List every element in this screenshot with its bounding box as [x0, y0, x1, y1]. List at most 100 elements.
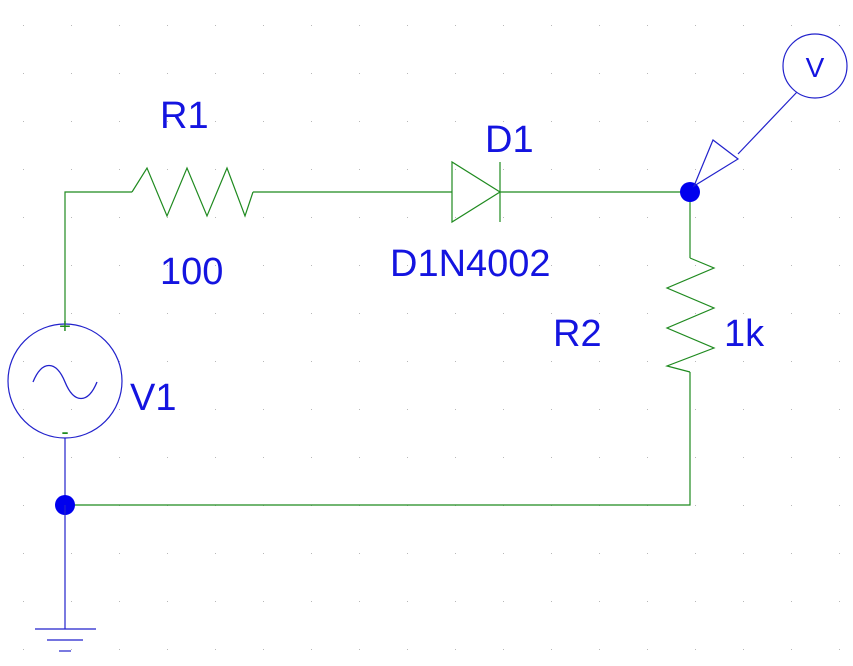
grid-dot — [215, 25, 216, 26]
grid-dot — [71, 73, 72, 74]
grid-dot — [167, 313, 168, 314]
grid-dot — [119, 265, 120, 266]
grid-dot — [311, 361, 312, 362]
grid-dot — [839, 649, 840, 650]
probe-label: V — [806, 52, 825, 83]
grid-dot — [791, 217, 792, 218]
grid-dot — [71, 601, 72, 602]
resistor-r1[interactable]: R1 100 — [131, 95, 254, 293]
grid-dot — [455, 409, 456, 410]
d1-value-label[interactable]: D1N4002 — [390, 243, 551, 285]
resistor-r2[interactable]: R2 1k — [553, 257, 765, 373]
grid-dots — [23, 25, 840, 650]
grid-dot — [23, 505, 24, 506]
d1-anode-triangle[interactable] — [451, 160, 502, 224]
grid-dot — [503, 313, 504, 314]
grid-dot — [551, 169, 552, 170]
r2-zigzag[interactable] — [665, 257, 716, 373]
grid-dot — [599, 121, 600, 122]
grid-dot — [215, 217, 216, 218]
grid-dot — [359, 409, 360, 410]
grid-dot — [599, 217, 600, 218]
grid-dot — [839, 601, 840, 602]
grid-dot — [551, 409, 552, 410]
v1-minus-sign: - — [61, 419, 68, 444]
grid-dot — [743, 73, 744, 74]
ground-icon[interactable] — [35, 505, 96, 652]
grid-dot — [167, 601, 168, 602]
grid-dot — [695, 409, 696, 410]
grid-dot — [23, 217, 24, 218]
grid-dot — [311, 121, 312, 122]
grid-dot — [743, 649, 744, 650]
grid-dot — [263, 73, 264, 74]
grid-dot — [215, 265, 216, 266]
d1-ref-label[interactable]: D1 — [485, 119, 534, 161]
wires — [64, 191, 691, 506]
grid-dot — [23, 169, 24, 170]
grid-dot — [551, 73, 552, 74]
grid-dot — [551, 457, 552, 458]
grid-dot — [743, 169, 744, 170]
grid-dot — [551, 121, 552, 122]
r2-ref-label[interactable]: R2 — [553, 313, 602, 355]
grid-dot — [551, 649, 552, 650]
sine-wave-icon — [32, 364, 98, 400]
grid-dot — [311, 265, 312, 266]
r1-zigzag[interactable] — [131, 166, 254, 218]
grid-dot — [455, 25, 456, 26]
grid-dot — [263, 169, 264, 170]
grid-dot — [551, 265, 552, 266]
grid-dot — [119, 25, 120, 26]
grid-dot — [311, 73, 312, 74]
grid-dot — [263, 553, 264, 554]
voltage-probe-icon[interactable]: V — [692, 33, 848, 188]
grid-dot — [215, 121, 216, 122]
v1-ref-label[interactable]: V1 — [130, 377, 176, 419]
grid-dot — [215, 601, 216, 602]
grid-dot — [311, 457, 312, 458]
grid-dot — [311, 169, 312, 170]
wire-v1-to-r1[interactable] — [64, 191, 132, 325]
grid-dot — [743, 25, 744, 26]
grid-dot — [359, 217, 360, 218]
grid-dot — [23, 73, 24, 74]
r2-value-label[interactable]: 1k — [724, 313, 765, 355]
r1-value-label[interactable]: 100 — [160, 251, 223, 293]
junction-output-node[interactable] — [680, 182, 700, 202]
grid-dot — [167, 649, 168, 650]
source-v1[interactable]: + - V1 — [7, 316, 176, 505]
grid-dot — [407, 409, 408, 410]
grid-dot — [23, 361, 24, 362]
grid-dot — [359, 553, 360, 554]
grid-dot — [647, 121, 648, 122]
grid-dot — [23, 313, 24, 314]
grid-dot — [407, 265, 408, 266]
grid-dot — [695, 73, 696, 74]
grid-dot — [455, 553, 456, 554]
v1-body[interactable] — [7, 323, 123, 439]
r1-ref-label[interactable]: R1 — [160, 95, 209, 137]
grid-dot — [215, 169, 216, 170]
grid-dot — [263, 25, 264, 26]
grid-dot — [455, 73, 456, 74]
grid-dot — [599, 265, 600, 266]
diode-d1[interactable]: D1 D1N4002 — [390, 119, 551, 285]
grid-dot — [119, 601, 120, 602]
grid-dot — [119, 313, 120, 314]
grid-dot — [407, 169, 408, 170]
grid-dot — [551, 553, 552, 554]
grid-dot — [647, 73, 648, 74]
grid-dot — [743, 313, 744, 314]
grid-dot — [455, 169, 456, 170]
grid-dot — [263, 121, 264, 122]
grid-dot — [71, 649, 72, 650]
grid-dot — [119, 649, 120, 650]
grid-dot — [455, 457, 456, 458]
grid-dot — [647, 217, 648, 218]
wire-r2-to-ground-node[interactable] — [65, 372, 691, 506]
grid-dot — [167, 73, 168, 74]
grid-dot — [551, 361, 552, 362]
